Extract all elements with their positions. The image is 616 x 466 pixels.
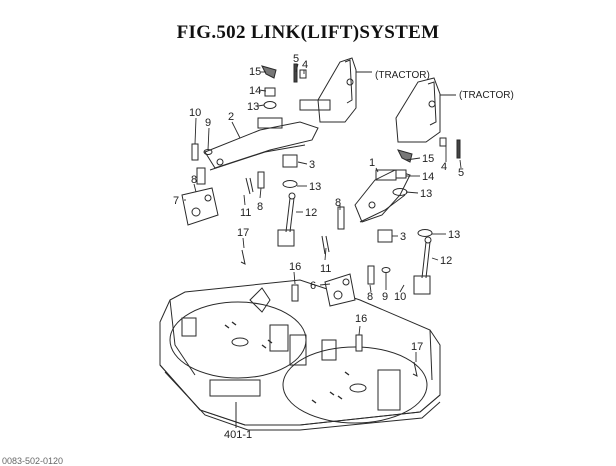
callout: 17 (411, 341, 423, 353)
lift-arm-2 (204, 117, 319, 171)
tractor-labels: (TRACTOR) (TRACTOR) (375, 70, 514, 101)
washer-9-right (381, 267, 391, 273)
tractor-label-right: (TRACTOR) (459, 90, 514, 101)
callout: 17 (237, 227, 249, 239)
washer-13-upper (282, 180, 298, 188)
lift-rod-left (277, 192, 296, 247)
callout: 15 (422, 153, 434, 165)
spindle-hole (231, 337, 249, 347)
tractor-bracket-right (395, 77, 456, 143)
callout: 8 (367, 291, 373, 303)
pin-16-left (291, 284, 299, 302)
bolt-4-top (299, 69, 307, 79)
callout: 16 (289, 261, 301, 273)
deck-bracket (269, 324, 289, 352)
callout: 11 (240, 207, 251, 219)
callout: 2 (228, 111, 234, 123)
callout: 8 (257, 201, 263, 213)
lift-arm-1 (354, 169, 411, 223)
deck-part-label: 401-1 (224, 429, 252, 441)
callout: 1 (369, 157, 375, 169)
bolt-5-top (293, 63, 298, 83)
callout: 10 (189, 107, 201, 119)
deck-bracket (289, 334, 307, 366)
cotter-pin-11 (245, 177, 254, 195)
cotter-pin-11-right (321, 235, 330, 255)
deck-bracket (377, 369, 401, 411)
deck-link-plate (249, 287, 271, 313)
callout-numbers: 15 14 13 5 4 10 9 2 3 13 8 7 11 8 12 17 … (173, 53, 464, 353)
spacer-14-top (264, 87, 276, 97)
pin-8-left (196, 167, 206, 185)
callout: 14 (422, 171, 434, 183)
callout: 13 (448, 229, 460, 241)
bolt-4-right (439, 137, 447, 147)
callout: 9 (205, 117, 211, 129)
callout: 16 (355, 313, 367, 325)
callout: 11 (320, 263, 331, 275)
figure-title: FIG.502 LINK(LIFT)SYSTEM (176, 22, 440, 43)
clip-17-left (240, 249, 246, 265)
washer-13-lower (417, 229, 433, 237)
callout: 8 (335, 197, 341, 209)
spacer-14-right (395, 169, 407, 179)
deck-plate (209, 379, 261, 397)
bushing-3-upper (282, 154, 298, 168)
pin-10 (191, 143, 199, 161)
tractor-bracket-left (299, 57, 372, 123)
callout: 5 (458, 167, 464, 179)
callout: 4 (302, 59, 308, 71)
pin-8-center (257, 171, 265, 189)
bushing-3-lower (377, 229, 393, 243)
callout: 8 (191, 174, 197, 186)
callout: 15 (249, 66, 261, 78)
washer-13-top (263, 101, 277, 109)
callout: 5 (293, 53, 299, 65)
bolt-15-right (397, 149, 413, 163)
callout: 7 (173, 195, 179, 207)
mower-deck (159, 279, 441, 431)
callout: 14 (249, 85, 261, 97)
pin-8-right-lower (367, 265, 375, 285)
pin-8-right-upper (337, 206, 345, 230)
callout: 9 (382, 291, 388, 303)
pin-16-right (355, 334, 363, 352)
clip-17-right (412, 361, 418, 377)
callout: 3 (400, 231, 406, 243)
tractor-label-left: (TRACTOR) (375, 70, 430, 81)
right-blade-housing (282, 346, 428, 424)
footer-code: 0083-502-0120 (2, 456, 64, 466)
callout: 3 (309, 159, 315, 171)
callout: 10 (394, 291, 406, 303)
callout: 13 (247, 101, 259, 113)
deck-bracket (181, 317, 197, 337)
deck-bracket (321, 339, 337, 361)
lift-rod-right (413, 236, 432, 295)
callout: 12 (440, 255, 452, 267)
leader-lines (184, 63, 462, 362)
callout: 13 (309, 181, 321, 193)
callout: 12 (305, 207, 317, 219)
spindle-hole (349, 383, 367, 393)
callout: 6 (310, 280, 316, 292)
link-plate-6 (324, 273, 356, 307)
bolt-15-top (261, 65, 277, 79)
callout: 4 (441, 161, 447, 173)
callout: 13 (420, 188, 432, 200)
link-plate-7 (181, 187, 219, 226)
bolt-5-right (456, 139, 461, 159)
